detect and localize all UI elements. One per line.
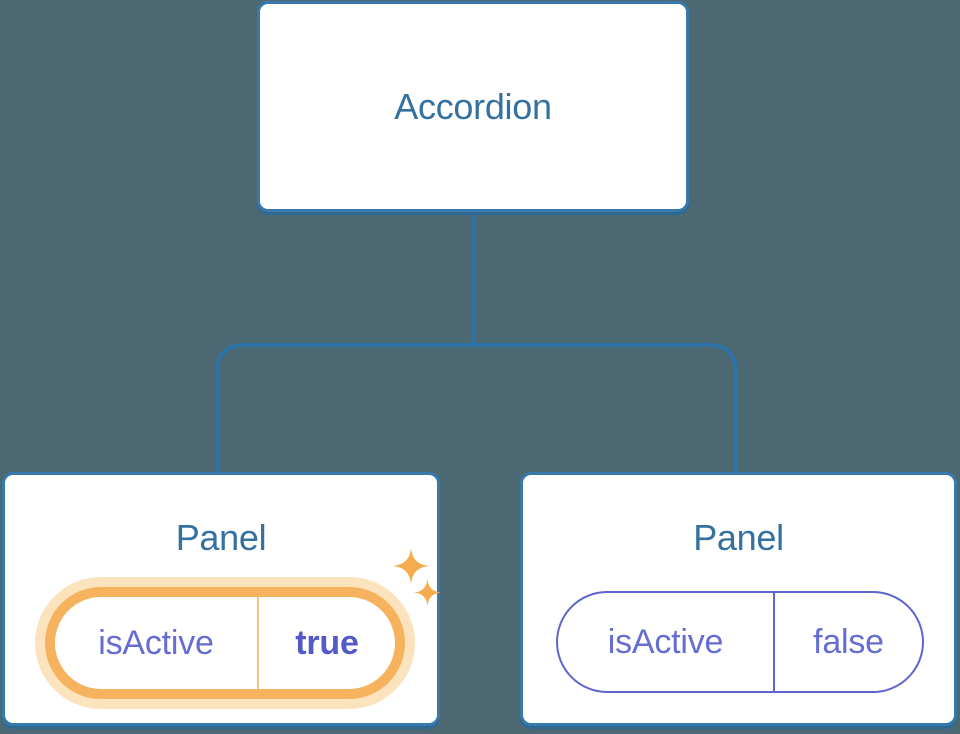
accordion-node: Accordion xyxy=(257,1,689,212)
state-value-label: true xyxy=(295,623,359,662)
pill-divider xyxy=(257,597,259,689)
accordion-node-label: Accordion xyxy=(394,85,552,127)
panel-node-active: Panel isActive true xyxy=(2,472,441,726)
panel-node-title: Panel xyxy=(175,517,267,558)
state-name-label: isActive xyxy=(98,623,214,662)
sparkle-icon xyxy=(414,579,441,606)
panel-node-title: Panel xyxy=(693,517,784,558)
pill-divider xyxy=(773,593,775,691)
state-name-label: isActive xyxy=(607,622,724,661)
panel-node-inactive: Panel isActive false xyxy=(520,472,957,726)
state-value-label: false xyxy=(813,622,884,661)
connector-branches xyxy=(215,343,738,474)
state-pill-inactive: isActive false xyxy=(556,591,924,693)
state-pill-active: isActive true xyxy=(45,587,405,699)
